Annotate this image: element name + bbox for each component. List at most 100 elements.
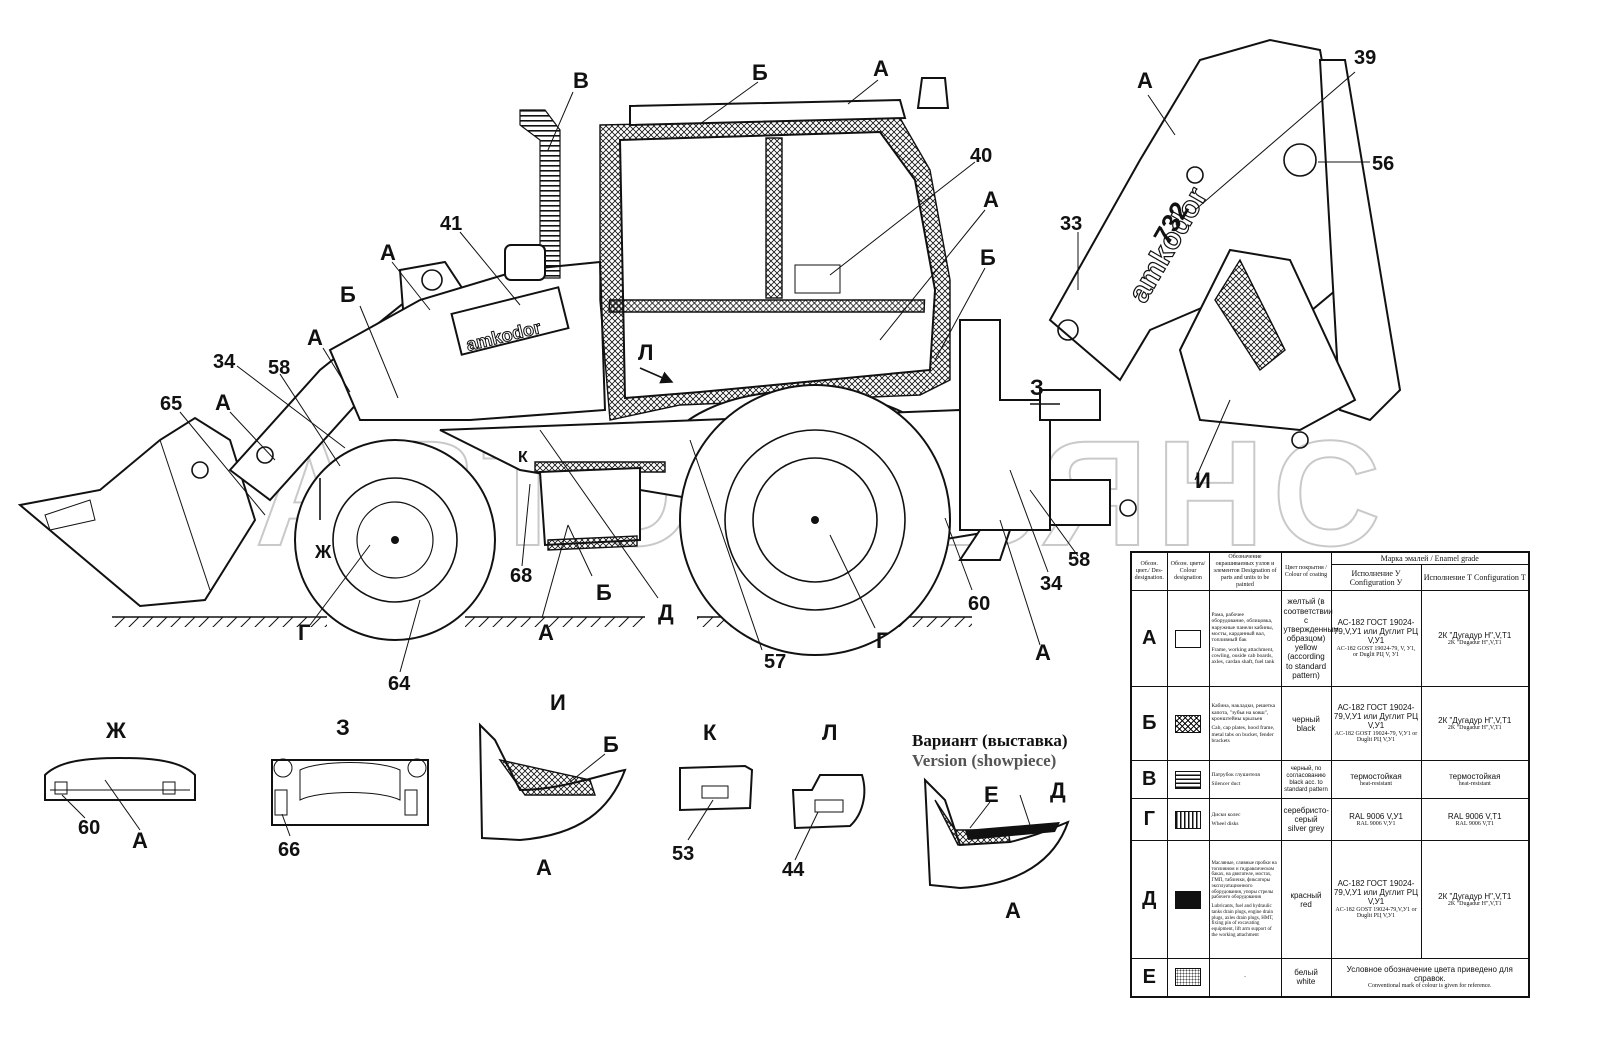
parts-en: Lubricants, fuel and hydraulic tanks dra…	[1211, 904, 1274, 938]
svg-text:А: А	[215, 390, 231, 415]
colour-en: silver grey	[1287, 824, 1325, 834]
colour-legend-table: Обозн. цвет./ Des- designation. Обозн. ц…	[1130, 551, 1530, 998]
rear-wheel	[679, 384, 951, 656]
legend-row-a: А Рама, рабочее оборудование, облицовка,…	[1130, 590, 1530, 688]
svg-text:Л: Л	[822, 720, 837, 745]
callout-68: 68	[510, 565, 532, 587]
colour-en: red	[1300, 899, 1312, 909]
enamel-u-en: AC-182 GOST 19024-79,V,У1 or Duglit РЦ V…	[1335, 906, 1417, 920]
callout-58-left: 58	[268, 357, 290, 379]
swatch-dotted	[1175, 968, 1201, 987]
svg-text:А: А	[307, 325, 323, 350]
header-parts: Обозначение окрашиваемых узлов и элемент…	[1208, 551, 1282, 592]
svg-text:А: А	[1005, 898, 1021, 923]
colour-en: black acc. to standard pattern	[1284, 779, 1328, 793]
swatch-vertical-bars	[1175, 810, 1201, 829]
cab-roof	[629, 98, 907, 127]
parts-ru: Рама, рабочее оборудование, облицовка, н…	[1211, 611, 1274, 644]
legend-note-ru: Условное обозначение цвета приведено для…	[1346, 964, 1513, 983]
colour-en: white	[1296, 977, 1316, 987]
enamel-u-ru: АС-182 ГОСТ 19024-79,V,У1 или Дуглит РЦ …	[1333, 703, 1419, 731]
colour-en: black	[1296, 723, 1316, 733]
svg-text:Д: Д	[1050, 778, 1066, 803]
variant-title-en: Version (showpiece)	[912, 751, 1057, 771]
colour-ru: желтый (в соответствии с утвержденным об…	[1283, 597, 1339, 644]
parts-ru: Масляные, сливные пробки на топливном и …	[1211, 860, 1277, 901]
parts-ru: -	[1244, 974, 1246, 981]
parts-en: Silencer duct	[1211, 781, 1241, 788]
svg-text:З: З	[1030, 375, 1044, 400]
colour-ru: черный, по согласованию	[1286, 765, 1326, 779]
enamel-t-en: 2K "Dugadur H",V,T1	[1447, 900, 1502, 907]
callout-34-left: 34	[213, 351, 236, 373]
swatch-crosshatch	[1175, 714, 1201, 733]
svg-text:Д: Д	[658, 600, 674, 625]
variant-title: Вариант (выставка) Version (showpiece)	[912, 731, 1068, 772]
enamel-u-ru: АС-182 ГОСТ 19024-79,V,У1 или Дуглит РЦ …	[1333, 618, 1419, 646]
svg-text:Г: Г	[298, 620, 311, 645]
row-letter: Г	[1130, 798, 1168, 842]
callout-40: 40	[970, 145, 992, 167]
callout-58-right: 58	[1068, 549, 1090, 571]
colour-ru: белый	[1294, 968, 1318, 978]
svg-text:И: И	[550, 690, 566, 715]
beacon	[916, 77, 950, 109]
svg-text:Г: Г	[876, 628, 889, 653]
row-letter: Б	[1130, 686, 1168, 762]
colour-ru: черный	[1292, 714, 1320, 724]
callout-65: 65	[160, 393, 182, 415]
svg-text:Ж: Ж	[314, 542, 332, 562]
svg-text:Б: Б	[752, 60, 768, 85]
svg-text:Б: Б	[980, 245, 996, 270]
svg-text:Б: Б	[603, 732, 619, 757]
svg-text:А: А	[380, 240, 396, 265]
parts-ru: Патрубок глушителя	[1211, 771, 1260, 778]
enamel-t-en: heat-resistant	[1458, 780, 1491, 787]
svg-text:А: А	[873, 56, 889, 81]
parts-ru: Кабина, накладки, решетка капота, "зубья…	[1211, 703, 1276, 722]
header-colour-designation: Обозн. цвета/ Colour designation	[1166, 551, 1210, 592]
parts-en: Wheel disks	[1211, 821, 1239, 828]
svg-text:А: А	[538, 620, 554, 645]
callout-44: 44	[782, 859, 805, 881]
stabilizer-leg	[958, 529, 1012, 561]
callout-66: 66	[278, 839, 300, 861]
callout-39: 39	[1354, 47, 1376, 69]
enamel-t-en: RAL 9006 V,T1	[1455, 820, 1494, 827]
callout-34-right: 34	[1040, 573, 1063, 595]
enamel-u-en: AC-182 GOST 19024-79, V,У1 or Duglit РЦ …	[1334, 730, 1418, 744]
swatch-black	[1175, 890, 1201, 909]
row-letter: Е	[1130, 958, 1168, 998]
exhaust-pipe	[519, 109, 561, 279]
svg-text:З: З	[336, 715, 350, 740]
svg-text:А: А	[132, 828, 148, 853]
leader-lines	[179, 71, 1370, 673]
backhoe-dipper	[1318, 59, 1402, 422]
legend-row-d: Д Масляные, сливные пробки на топливном …	[1130, 840, 1530, 960]
svg-text:А: А	[1137, 68, 1153, 93]
legend-row-b: Б Кабина, накладки, решетка капота, "зуб…	[1130, 686, 1530, 762]
enamel-u-en: heat-resistant	[1360, 780, 1392, 787]
variant-showpiece-view: Е Д А	[923, 777, 1070, 923]
svg-text:А: А	[536, 855, 552, 880]
svg-text:К: К	[518, 449, 528, 466]
svg-text:Е: Е	[984, 782, 999, 807]
enamel-t-ru: RAL 9006 V,Т1	[1447, 811, 1502, 821]
svg-text:Ж: Ж	[105, 718, 126, 743]
enamel-t-en: 2K "Dugadur H",V,T1	[1447, 639, 1502, 646]
header-configuration-t: Исполнение Т Configuration Т	[1420, 564, 1530, 592]
view-zh: Ж А	[44, 718, 196, 853]
svg-text:А: А	[983, 187, 999, 212]
enamel-u-ru: термостойкая	[1350, 771, 1402, 781]
colour-ru: красный	[1290, 890, 1322, 900]
svg-text:И: И	[1195, 468, 1211, 493]
header-configuration-u: Исполнение У Configuration У	[1330, 564, 1422, 592]
swatch-horizontal-bars	[1175, 770, 1201, 789]
colour-ru: серебристо-серый	[1283, 805, 1329, 825]
callout-60-main: 60	[968, 593, 990, 615]
callout-64: 64	[388, 673, 411, 695]
swatch-white	[1175, 629, 1201, 648]
